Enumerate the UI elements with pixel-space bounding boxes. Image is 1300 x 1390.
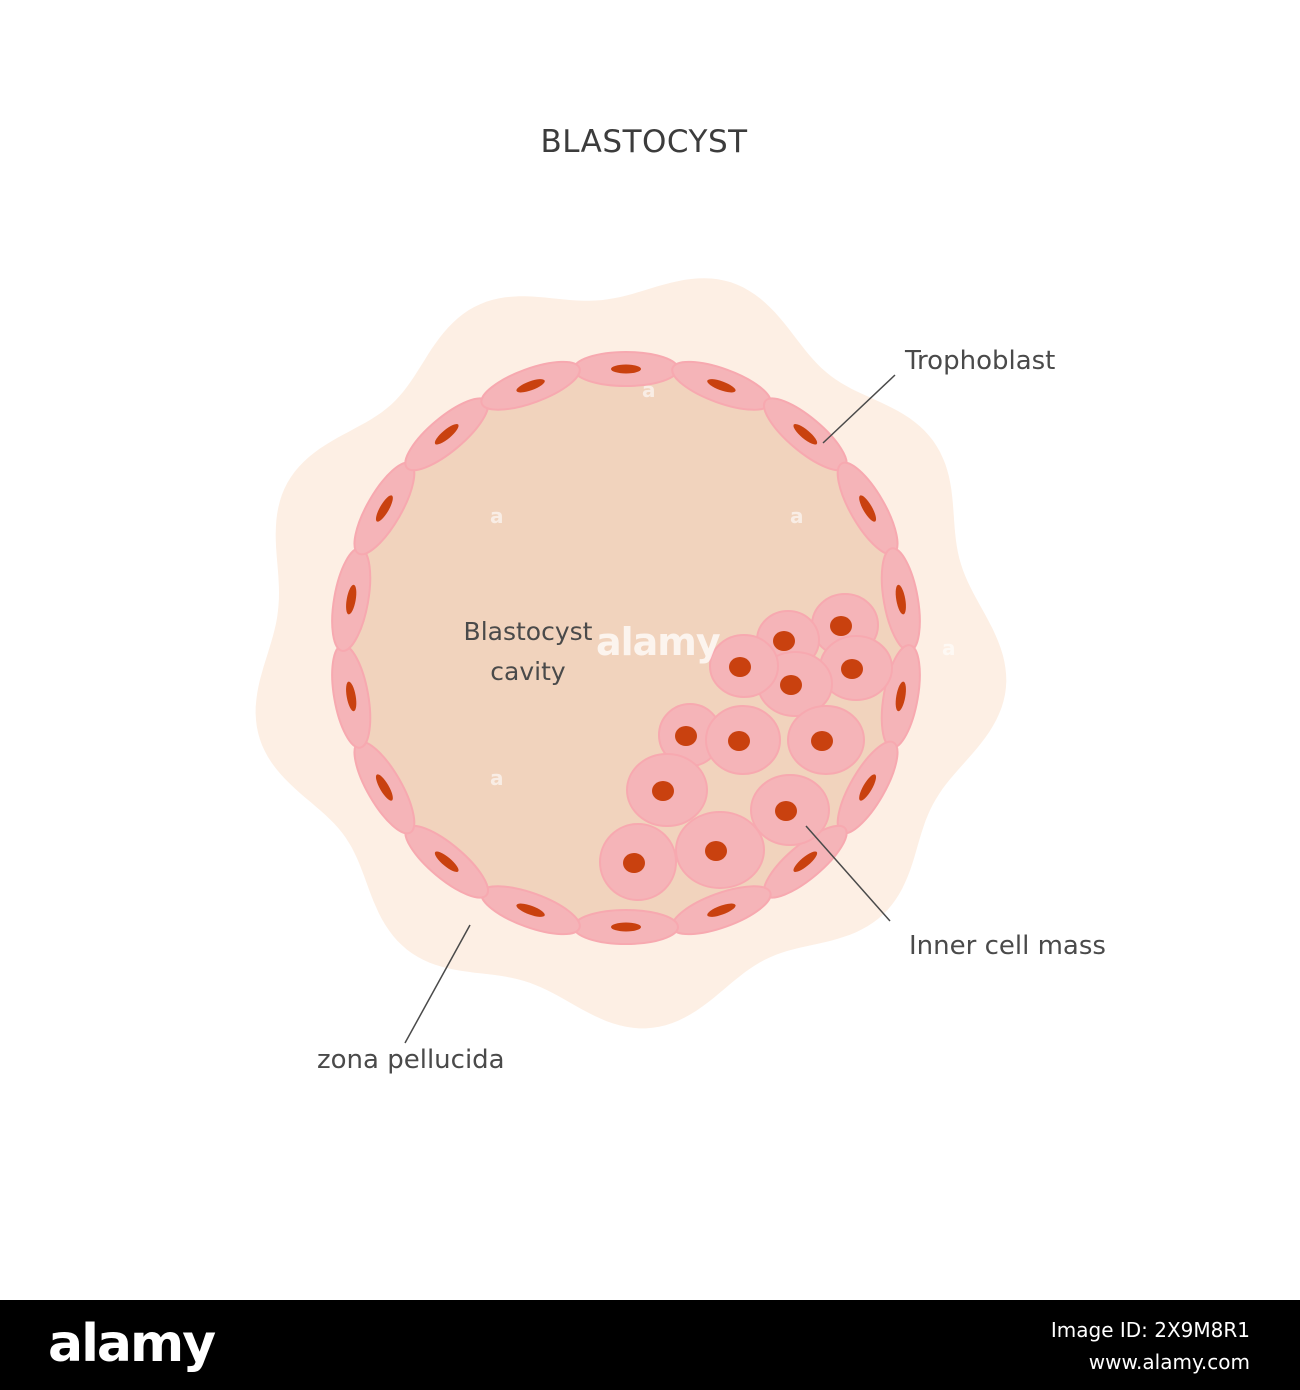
trophoblast-nucleus <box>611 365 641 374</box>
watermark-mark: a <box>490 504 504 528</box>
inner-cell <box>710 635 778 697</box>
inner-cell <box>751 775 829 845</box>
inner-cell-nucleus <box>830 616 852 636</box>
inner-cell-nucleus <box>841 659 863 679</box>
watermark-logo: alamy <box>596 620 720 664</box>
trophoblast-label: Trophoblast <box>905 346 1055 376</box>
site-url: www.alamy.com <box>1089 1350 1250 1374</box>
inner-cell-nucleus <box>780 675 802 695</box>
inner-cell-nucleus <box>705 841 727 861</box>
inner-cell-nucleus <box>623 853 645 873</box>
diagram-canvas: BLASTOCYST Trophoblast Blastocyst cavity… <box>0 0 1300 1300</box>
inner-cell <box>788 706 864 774</box>
trophoblast-cell <box>574 352 678 386</box>
diagram-title: BLASTOCYST <box>0 124 1288 160</box>
alamy-logo: alamy <box>48 1314 214 1374</box>
trophoblast-cell <box>574 910 678 944</box>
image-id: Image ID: 2X9M8R1 <box>1051 1318 1250 1342</box>
inner-cell-nucleus <box>775 801 797 821</box>
trophoblast-nucleus <box>611 923 641 932</box>
inner-cell-nucleus <box>675 726 697 746</box>
footer-bar: alamy Image ID: 2X9M8R1 www.alamy.com <box>0 1300 1300 1390</box>
inner-cell-nucleus <box>652 781 674 801</box>
watermark-mark: a <box>490 766 504 790</box>
inner-cell <box>676 812 764 888</box>
inner-cell-mass-label: Inner cell mass <box>909 931 1106 961</box>
inner-cell <box>600 824 676 900</box>
inner-cell <box>706 706 780 774</box>
watermark-mark: a <box>942 636 956 660</box>
watermark-mark: a <box>790 504 804 528</box>
inner-cell <box>627 754 707 826</box>
inner-cell-nucleus <box>811 731 833 751</box>
inner-cell-nucleus <box>773 631 795 651</box>
inner-cell-nucleus <box>729 657 751 677</box>
inner-cell-nucleus <box>728 731 750 751</box>
watermark-mark: a <box>642 378 656 402</box>
zona-pellucida-label: zona pellucida <box>317 1045 505 1075</box>
